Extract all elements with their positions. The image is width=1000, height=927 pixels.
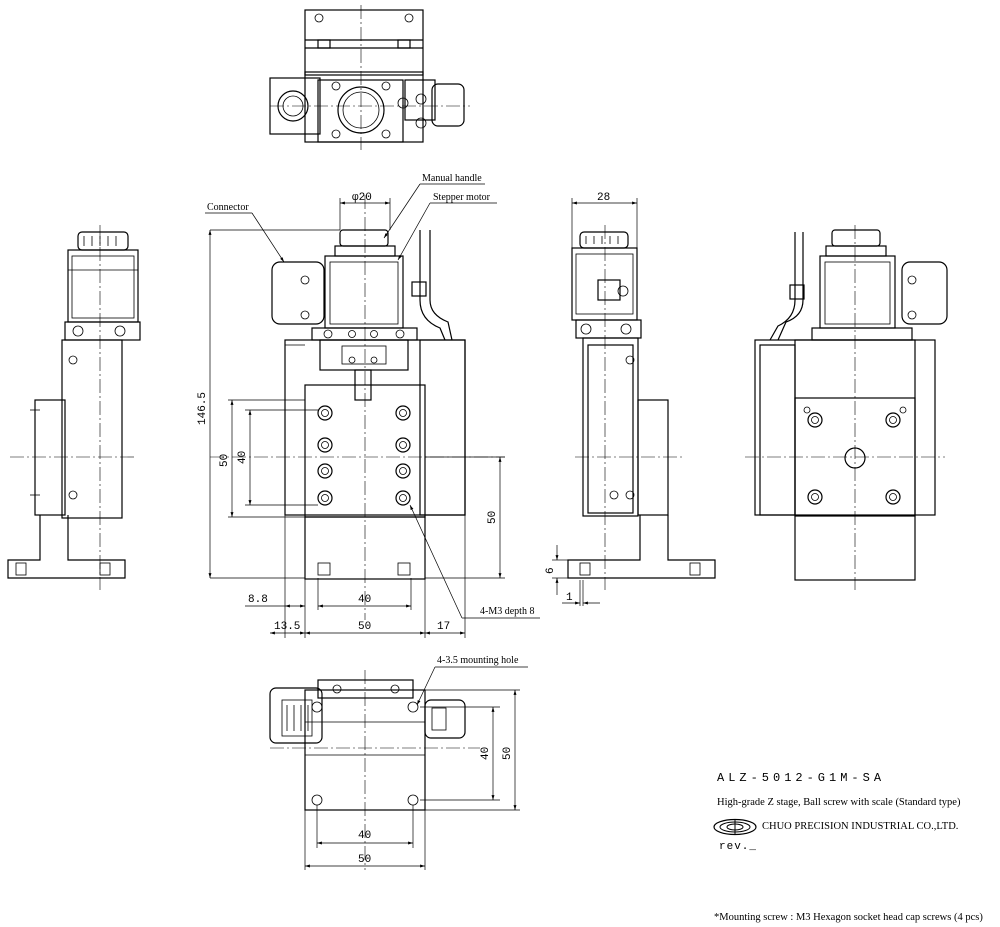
front-view (210, 195, 505, 620)
company-name: CHUO PRECISION INDUSTRIAL CO.,LTD. (762, 821, 959, 832)
dim-width-40: 40 (358, 594, 371, 606)
revision-label: rev._ (719, 841, 758, 853)
dim-side-6: 6 (545, 567, 557, 574)
label-connector: Connector (207, 202, 249, 213)
leader-lines (205, 183, 540, 706)
model-number: ALZ-5012-G1M-SA (717, 771, 886, 785)
dim-side-28: 28 (597, 192, 610, 204)
dim-right-50: 50 (487, 511, 499, 524)
top-view (269, 5, 470, 150)
label-tapped-holes: 4-M3 depth 8 (480, 606, 534, 617)
dimension-lines (208, 198, 638, 870)
company-logo-icon (713, 818, 757, 836)
dim-left-40: 40 (237, 451, 249, 464)
label-mounting-holes: 4-3.5 mounting hole (437, 655, 519, 666)
right-side-view (567, 225, 716, 590)
dim-offset-13-5: 13.5 (274, 621, 300, 633)
label-manual-handle: Manual handle (422, 173, 482, 184)
rear-view (745, 225, 948, 590)
drawing-labels: Manual handle Stepper motor Connector 4-… (197, 173, 610, 866)
label-stepper-motor: Stepper motor (433, 192, 491, 203)
left-side-view (7, 225, 141, 590)
bottom-view (269, 670, 480, 870)
dim-bottom-50-h: 50 (358, 854, 371, 866)
dim-offset-8-8: 8.8 (248, 594, 268, 606)
dim-bottom-40-v: 40 (480, 747, 492, 760)
dim-width-50: 50 (358, 621, 371, 633)
mounting-screw-note: *Mounting screw : M3 Hexagon socket head… (714, 912, 983, 923)
dim-left-50: 50 (219, 454, 231, 467)
dim-offset-17: 17 (437, 621, 450, 633)
product-description: High-grade Z stage, Ball screw with scal… (717, 797, 961, 808)
dim-side-1: 1 (566, 592, 573, 604)
dim-bottom-50-v: 50 (502, 747, 514, 760)
dim-bottom-40-h: 40 (358, 830, 371, 842)
dim-total-height: 146.5 (197, 392, 209, 425)
dim-handle-diameter: φ20 (352, 192, 372, 204)
